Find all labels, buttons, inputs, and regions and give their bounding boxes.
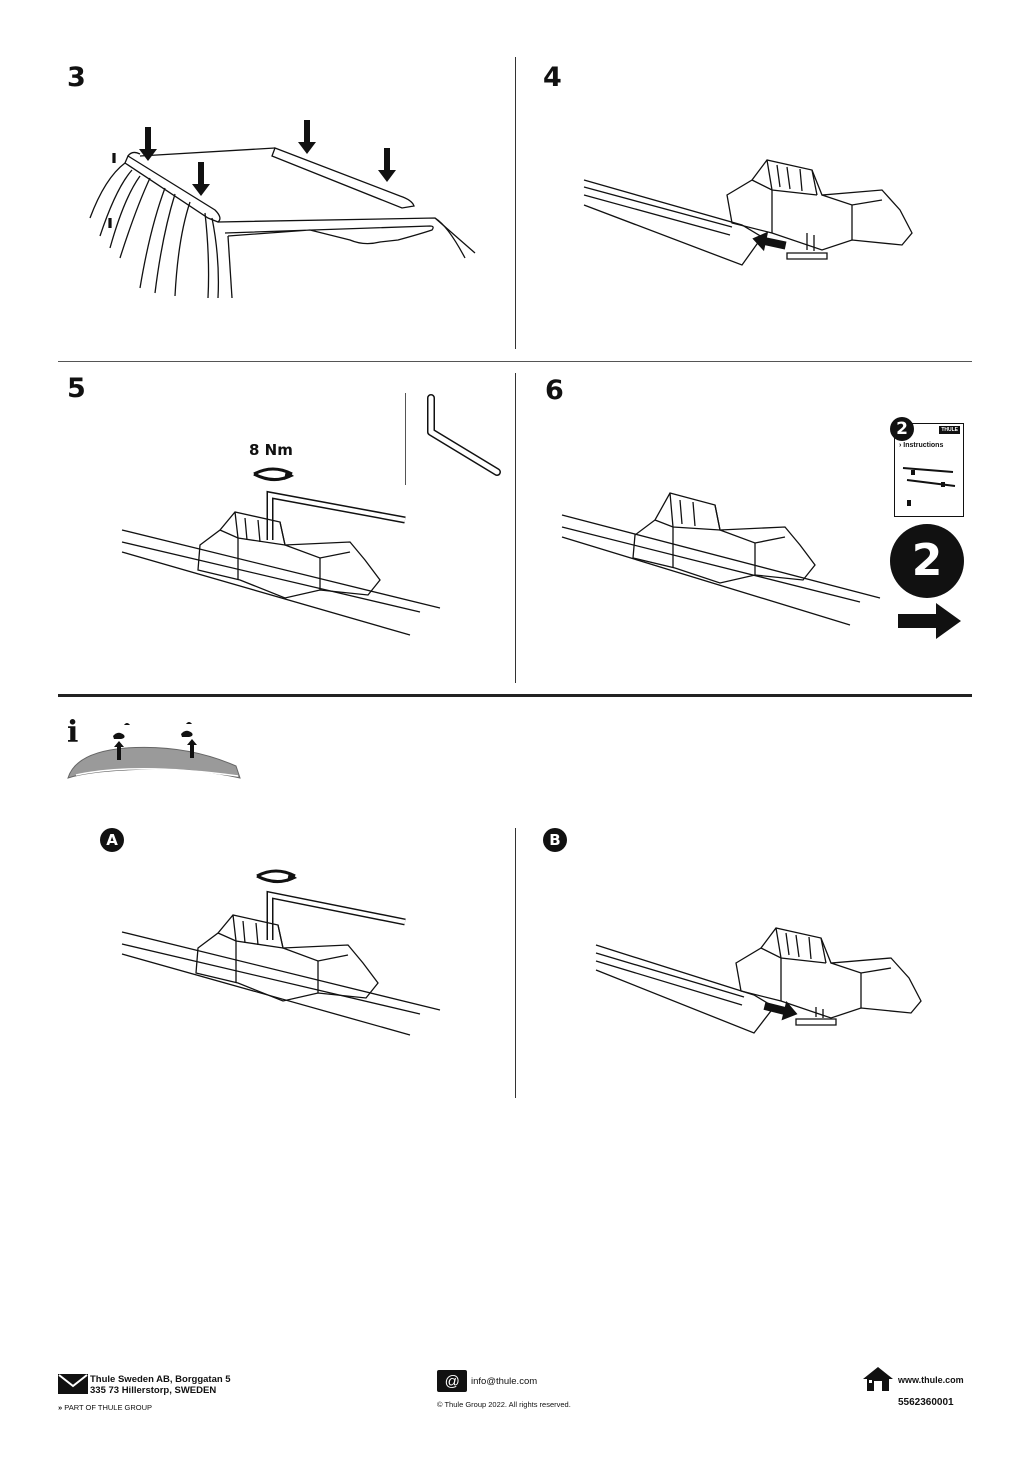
foot-on-rail-illustration [561,492,881,626]
divider-horizontal-2 [58,694,972,697]
torque-value: 8 Nm [249,441,293,459]
down-arrow-icon [298,120,316,154]
double-chevron-icon: » [58,1403,63,1412]
rotate-arrow-icon [256,869,297,883]
step-number-5: 5 [67,373,86,404]
info-icon: i [67,718,78,748]
next-booklet-number: 2 [911,535,943,586]
car-roof-illustration [89,147,476,299]
next-booklet-badge: 2 [890,524,964,598]
hex-key-icon [427,394,501,476]
curved-roof-illustration [67,722,241,779]
foot-loosen-illustration [121,890,441,1036]
booklet-small-part [907,500,911,506]
step-number-6: 6 [545,375,564,406]
divider-vertical-top [515,57,516,349]
booklet-number: 2 [896,419,908,439]
booklet-label: › Instructions [899,442,944,449]
variant-b-badge: B [543,828,567,852]
divider-vertical-bottom [515,828,516,1098]
divider-horizontal-1 [58,361,972,362]
roof-bars-icon [902,467,956,487]
address-line-2: 335 73 Hillerstorp, SWEDEN [90,1385,217,1396]
down-arrow-icon [192,162,210,196]
document-number: 5562360001 [898,1397,954,1408]
foot-tbolt-insert-illustration [583,159,913,266]
left-arrow-icon [752,231,787,252]
email-link[interactable]: info@thule.com [471,1376,538,1387]
rotate-arrow-icon [253,467,294,481]
step-number-4: 4 [543,62,562,93]
step-number-3: 3 [67,62,86,93]
mail-icon [58,1374,88,1394]
home-icon [863,1367,893,1391]
group-label: PART OF THULE GROUP [64,1403,153,1412]
right-arrow-icon [763,1001,798,1021]
footer-address: Thule Sweden AB, Borggatan 5 335 73 Hill… [90,1374,231,1396]
copyright-text: © Thule Group 2022. All rights reserved. [437,1400,571,1409]
instruction-booklet: THULE › Instructions [894,423,964,517]
divider-vertical-middle [515,373,516,683]
info-icon-letter: i [67,715,79,750]
group-label-row: » PART OF THULE GROUP [58,1403,152,1412]
website-link[interactable]: www.thule.com [898,1375,964,1385]
booklet-brand: THULE [939,426,960,434]
foot-tbolt-remove-illustration [595,927,922,1034]
down-arrow-icon [139,127,157,161]
variant-a-badge: A [100,828,124,852]
right-arrow-icon [898,603,961,639]
address-line-1: Thule Sweden AB, Borggatan 5 [90,1374,231,1385]
hex-key-divider [405,393,406,485]
booklet-number-badge: 2 [890,417,914,441]
foot-tighten-illustration [121,490,441,636]
booklet-label-text: Instructions [903,442,944,449]
at-sign-icon: @ [437,1370,467,1392]
down-arrow-icon [378,148,396,182]
